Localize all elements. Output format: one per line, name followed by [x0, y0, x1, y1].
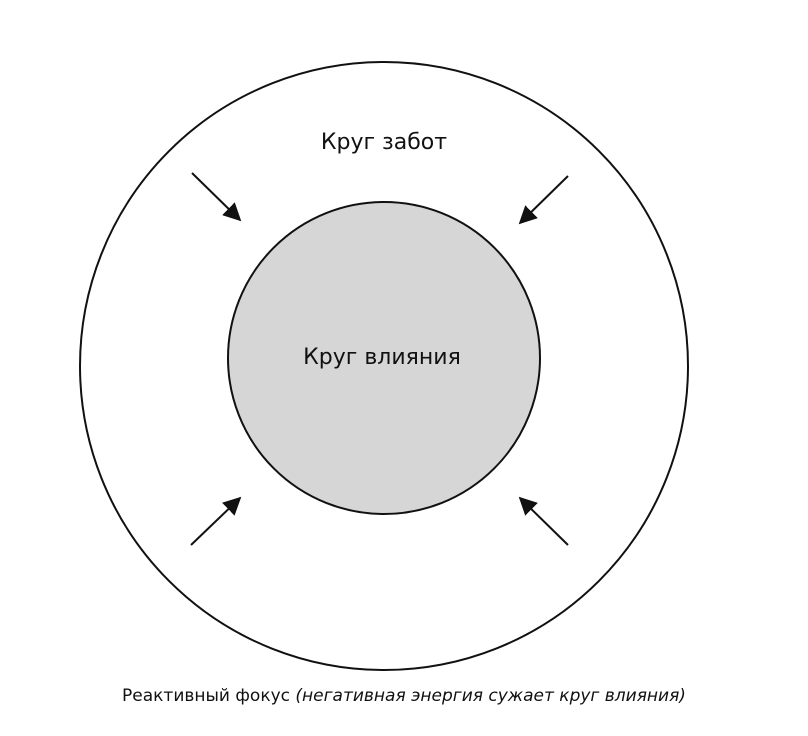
caption-note: (негативная энергия сужает круг влияния): [295, 686, 686, 706]
arrow-bottom-left-icon: [190, 496, 242, 546]
caption-main: Реактивный фокус: [122, 686, 290, 706]
arrow-bottom-right-icon: [518, 496, 569, 546]
diagram-caption: Реактивный фокус (негативная энергия суж…: [0, 686, 808, 706]
arrow-top-right-icon: [518, 175, 569, 225]
circle-of-concern-label: Круг забот: [321, 130, 447, 155]
circle-of-influence: [227, 201, 541, 515]
circle-of-influence-label: Круг влияния: [303, 345, 461, 370]
arrow-top-left-icon: [191, 172, 242, 222]
